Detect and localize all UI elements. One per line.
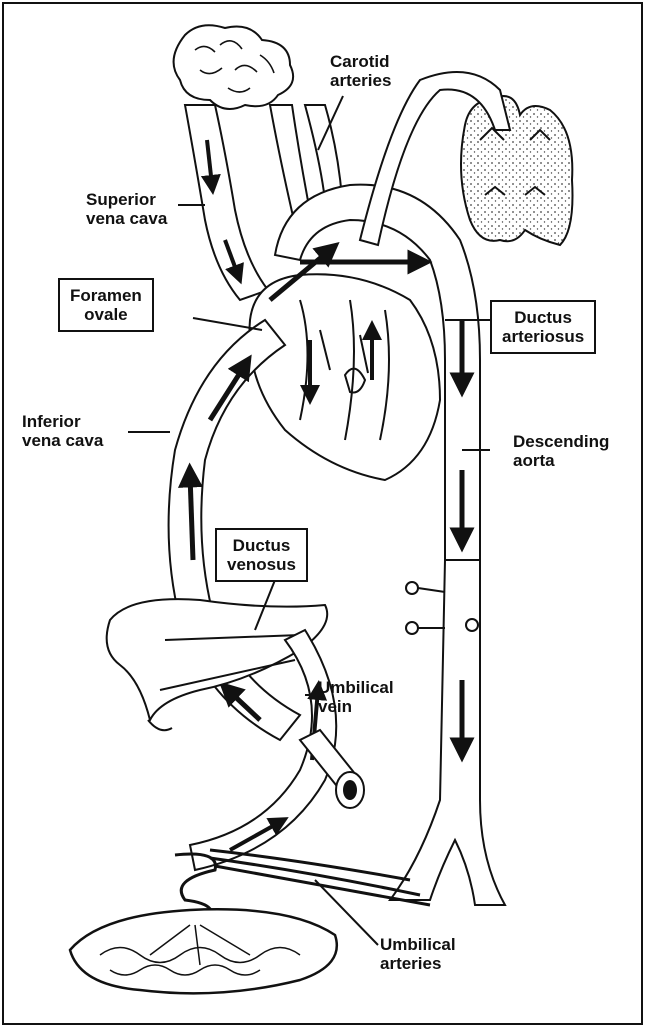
placenta [70,909,337,993]
descending-aorta-lower [390,560,505,905]
superior-vena-cava [185,105,268,300]
brain [174,25,294,109]
carotid-artery-right [305,105,342,200]
lungs [461,96,573,245]
